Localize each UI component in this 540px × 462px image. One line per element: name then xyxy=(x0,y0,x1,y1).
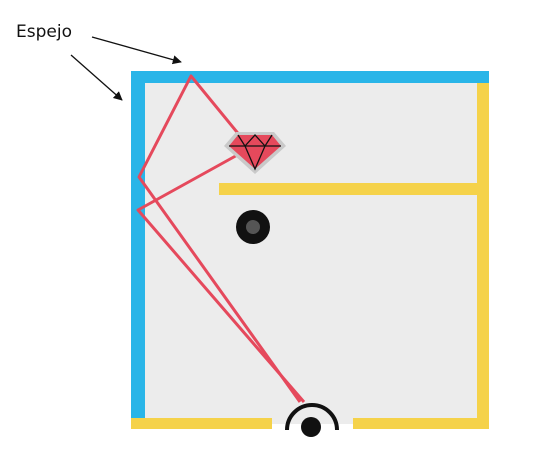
annotation-arrow-left-mirror xyxy=(70,54,123,101)
top-mirror xyxy=(131,71,489,83)
eye-icon xyxy=(285,403,339,437)
bottom-wall-right xyxy=(353,418,489,429)
inner-wall xyxy=(219,183,478,195)
light-path-upper xyxy=(137,74,302,403)
room-floor xyxy=(139,78,484,424)
ruby-gem-icon xyxy=(224,132,286,174)
black-ball-icon xyxy=(236,210,270,244)
bottom-wall-left xyxy=(131,418,272,429)
left-mirror xyxy=(131,71,145,420)
light-path-lower xyxy=(136,146,306,403)
right-wall xyxy=(477,83,489,429)
annotation-arrow-top-mirror xyxy=(91,36,182,65)
mirror-label: Espejo xyxy=(16,22,72,42)
